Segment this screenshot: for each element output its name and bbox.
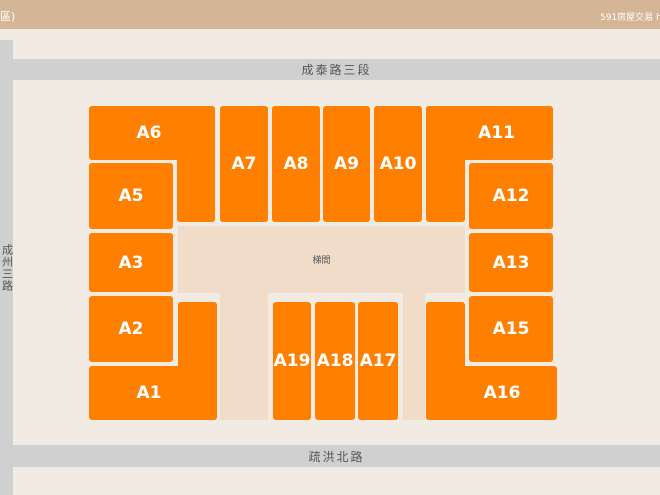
unit-a7[interactable]: A7: [220, 106, 268, 222]
unit-a8[interactable]: A8: [272, 106, 320, 222]
corridor-left: [220, 293, 268, 420]
header-bar: [0, 0, 660, 29]
road-left: 成州三路: [0, 40, 14, 495]
unit-a5[interactable]: A5: [89, 163, 173, 229]
stairwell: 梯間: [178, 226, 465, 293]
unit-a19[interactable]: A19: [273, 302, 311, 420]
road-bottom: 疏洪北路: [13, 445, 660, 467]
header-left-text: 區): [0, 10, 16, 23]
unit-a3[interactable]: A3: [89, 233, 173, 292]
unit-a11-wing[interactable]: [426, 106, 465, 222]
unit-a12[interactable]: A12: [469, 163, 553, 229]
unit-a17[interactable]: A17: [358, 302, 398, 420]
unit-a2[interactable]: A2: [89, 296, 173, 362]
unit-a16-wing[interactable]: [426, 302, 465, 420]
corridor-right: [403, 293, 425, 420]
unit-a18[interactable]: A18: [315, 302, 355, 420]
unit-a10[interactable]: A10: [374, 106, 422, 222]
unit-a13[interactable]: A13: [469, 233, 553, 292]
unit-a6-wing[interactable]: [177, 106, 215, 222]
road-top: 成泰路三段: [13, 59, 660, 80]
unit-a1-wing[interactable]: [178, 302, 217, 420]
header-right-text: 591房屋交易 htt: [600, 13, 660, 23]
unit-a9[interactable]: A9: [323, 106, 370, 222]
unit-a15[interactable]: A15: [469, 296, 553, 362]
